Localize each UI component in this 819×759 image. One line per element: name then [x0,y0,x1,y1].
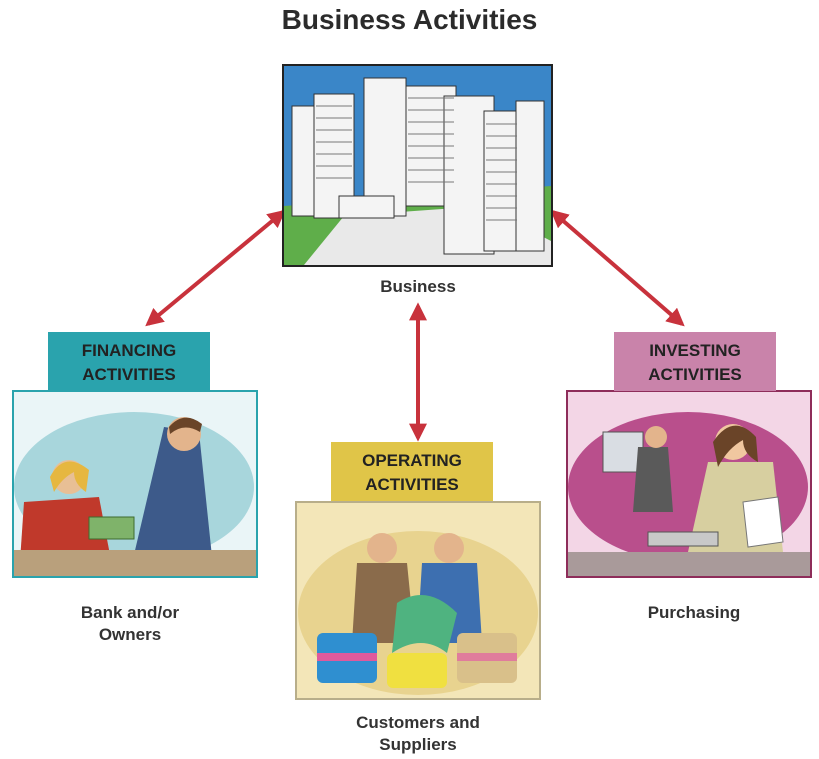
financing-caption: Bank and/or Owners [30,602,230,646]
operating-caption-line1: Customers and [356,713,480,732]
investing-label-line2: ACTIVITIES [648,365,742,384]
financing-activities-label: FINANCING ACTIVITIES [48,332,210,391]
business-caption: Business [380,277,456,296]
arrow-business-investing [550,209,685,327]
financing-caption-line1: Bank and/or [80,603,180,622]
arrow-business-financing [145,209,286,327]
operating-picture [295,501,541,700]
investing-picture [566,390,812,578]
diagram-title: Business Activities [281,4,538,35]
operating-activities-label: OPERATING ACTIVITIES [331,442,493,501]
operating-caption: Customers and Suppliers [318,712,518,756]
financing-picture [12,390,258,578]
investing-activities-label: INVESTING ACTIVITIES [614,332,776,391]
operating-caption-line2: Suppliers [379,735,457,754]
operating-label-line1: OPERATING [362,451,462,470]
financing-caption-line2: Owners [98,625,162,644]
investing-caption: Purchasing [647,603,741,622]
investing-label-line1: INVESTING [649,341,741,360]
financing-label-line1: FINANCING [81,341,177,360]
business-building-picture [282,64,553,267]
financing-label-line2: ACTIVITIES [82,365,176,384]
operating-label-line2: ACTIVITIES [365,475,459,494]
